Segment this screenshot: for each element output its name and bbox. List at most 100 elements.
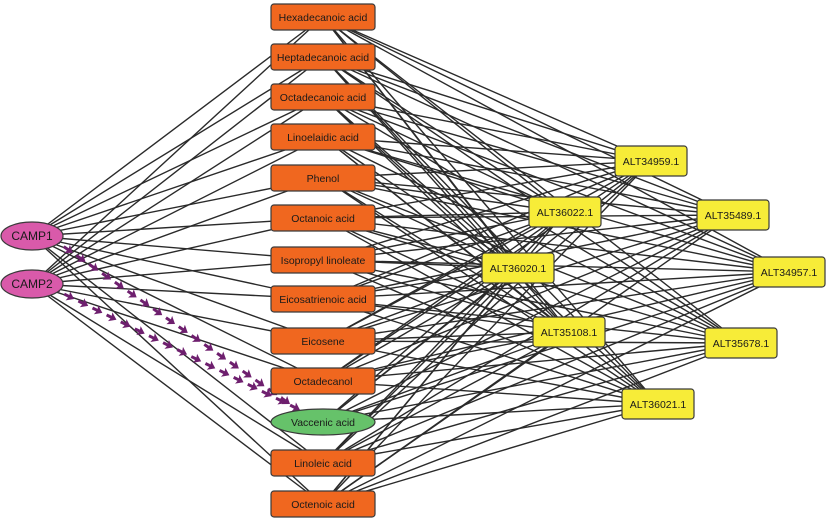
node-ALT35678[interactable]: ALT35678.1 [704, 327, 778, 359]
dashed-arrow-camp1 [75, 253, 86, 262]
node-label: ALT36022.1 [537, 207, 594, 219]
edge-eicosatrienoic-ALT34959 [322, 160, 652, 300]
node-ALT35108[interactable]: ALT35108.1 [532, 316, 606, 348]
target-box [532, 316, 606, 348]
node-vaccenic[interactable]: Vaccenic acid [270, 408, 376, 436]
dashed-arrow-camp1 [203, 342, 214, 351]
edge-linoleic-ALT36021 [322, 403, 659, 464]
node-label: Linoelaidic acid [287, 132, 359, 144]
compound-box [270, 43, 376, 71]
dashed-arrow-camp2 [176, 346, 188, 356]
dashed-arrow-camp1 [126, 289, 137, 298]
edge-isopropyl-ALT34959 [322, 160, 652, 261]
dashed-arrow-camp1 [139, 298, 150, 307]
camp-ellipse [0, 221, 64, 251]
dashed-arrow-camp1 [62, 244, 73, 253]
node-ALT35489[interactable]: ALT35489.1 [696, 199, 770, 231]
node-eicosene[interactable]: Eicosene [270, 327, 376, 355]
node-label: ALT36020.1 [490, 263, 547, 275]
edge-phenol-ALT36021 [322, 177, 659, 405]
node-label: ALT36021.1 [630, 399, 687, 411]
dashed-arrow-camp1 [88, 262, 99, 271]
edge-camp1-linoelaidic [31, 136, 324, 237]
edge-octenoic-ALT35678 [322, 342, 742, 505]
edge-linoleic-ALT35678 [322, 342, 742, 464]
node-label: Phenol [307, 173, 340, 185]
node-ALT36021[interactable]: ALT36021.1 [621, 388, 695, 420]
target-box [481, 252, 555, 284]
node-label: Octenoic acid [291, 499, 355, 511]
node-isopropyl[interactable]: Isopropyl linoleate [270, 246, 376, 274]
node-eicosatrienoic[interactable]: Eicosatrienoic acid [270, 285, 376, 313]
node-label: ALT34959.1 [623, 156, 680, 168]
edge-phenol-ALT35489 [322, 177, 734, 216]
edge-camp2-linoleic [31, 283, 324, 464]
dashed-arrow-camp1 [229, 360, 239, 369]
dashed-arrow-camp1 [152, 307, 163, 316]
edge-eicosatrienoic-ALT34957 [322, 271, 790, 300]
edge-camp1-eicosene [31, 235, 324, 342]
edge-linoelaidic-ALT34959 [322, 136, 652, 162]
dashed-arrow-camp2 [120, 319, 131, 329]
node-camp1[interactable]: CAMP1 [0, 221, 64, 251]
compound-box [270, 164, 376, 192]
compound-box [270, 123, 376, 151]
dashed-arrow-camp2 [247, 381, 258, 391]
dashed-arrow-camp2 [77, 298, 89, 308]
node-octanoic[interactable]: Octanoic acid [270, 204, 376, 232]
node-phenol[interactable]: Phenol [270, 164, 376, 192]
dashed-arrow-camp2 [91, 305, 103, 315]
node-linoleic[interactable]: Linoleic acid [270, 449, 376, 477]
node-camp2[interactable]: CAMP2 [0, 269, 64, 299]
node-label: Vaccenic acid [291, 417, 355, 429]
node-label: Eicosatrienoic acid [279, 294, 367, 306]
edge-isopropyl-ALT34957 [322, 259, 790, 273]
node-heptadecanoic[interactable]: Heptadecanoic acid [270, 43, 376, 71]
target-box [752, 256, 826, 288]
edge-phenol-ALT34959 [322, 160, 652, 179]
node-ALT34957[interactable]: ALT34957.1 [752, 256, 826, 288]
edge-camp1-octadecanoic [31, 96, 324, 237]
dashed-arrow-camp2 [148, 333, 159, 342]
compound-box [270, 449, 376, 477]
compound-box [270, 204, 376, 232]
dashed-arrow-camp2 [275, 395, 286, 405]
edge-hexadecanoic-ALT34959 [322, 16, 652, 162]
dashed-arrow-camp2 [63, 291, 75, 301]
edge-octadecanoic-ALT34957 [322, 96, 790, 273]
node-ALT34959[interactable]: ALT34959.1 [614, 145, 688, 177]
compound-box [270, 490, 376, 518]
dashed-arrow-camp2 [134, 326, 145, 336]
edge-linoelaidic-ALT36020 [322, 136, 519, 269]
target-box [696, 199, 770, 231]
edge-octadecanoic-ALT36022 [322, 96, 566, 213]
dashed-arrow-layer [49, 235, 300, 412]
edge-hexadecanoic-ALT35678 [322, 16, 742, 344]
node-label: Octadecanol [294, 376, 353, 388]
dashed-arrow-camp1 [177, 324, 188, 333]
node-linoelaidic[interactable]: Linoelaidic acid [270, 123, 376, 151]
target-box [621, 388, 695, 420]
dashed-arrow-camp2 [261, 388, 272, 398]
node-octenoic[interactable]: Octenoic acid [270, 490, 376, 518]
node-ALT36020[interactable]: ALT36020.1 [481, 252, 555, 284]
compound-box [270, 3, 376, 31]
compound-box [270, 327, 376, 355]
edge-isopropyl-ALT36021 [322, 259, 659, 405]
edge-eicosene-ALT36021 [322, 340, 659, 405]
node-octadecanol[interactable]: Octadecanol [270, 367, 376, 395]
edge-heptadecanoic-ALT36022 [322, 56, 566, 213]
node-octadecanoic[interactable]: Octadecanoic acid [270, 83, 376, 111]
edge-linoelaidic-ALT35489 [322, 136, 734, 216]
edge-vaccenic-ALT35489 [322, 214, 734, 423]
compound-box [270, 285, 376, 313]
node-label: Octadecanoic acid [280, 92, 367, 104]
edge-vaccenic-ALT35678 [322, 342, 742, 423]
node-hexadecanoic[interactable]: Hexadecanoic acid [270, 3, 376, 31]
node-label: ALT34957.1 [761, 267, 818, 279]
node-ALT36022[interactable]: ALT36022.1 [528, 196, 602, 228]
dashed-arrow-camp1 [190, 333, 201, 342]
edge-eicosene-ALT35678 [322, 340, 742, 344]
edge-eicosatrienoic-ALT36021 [322, 298, 659, 405]
